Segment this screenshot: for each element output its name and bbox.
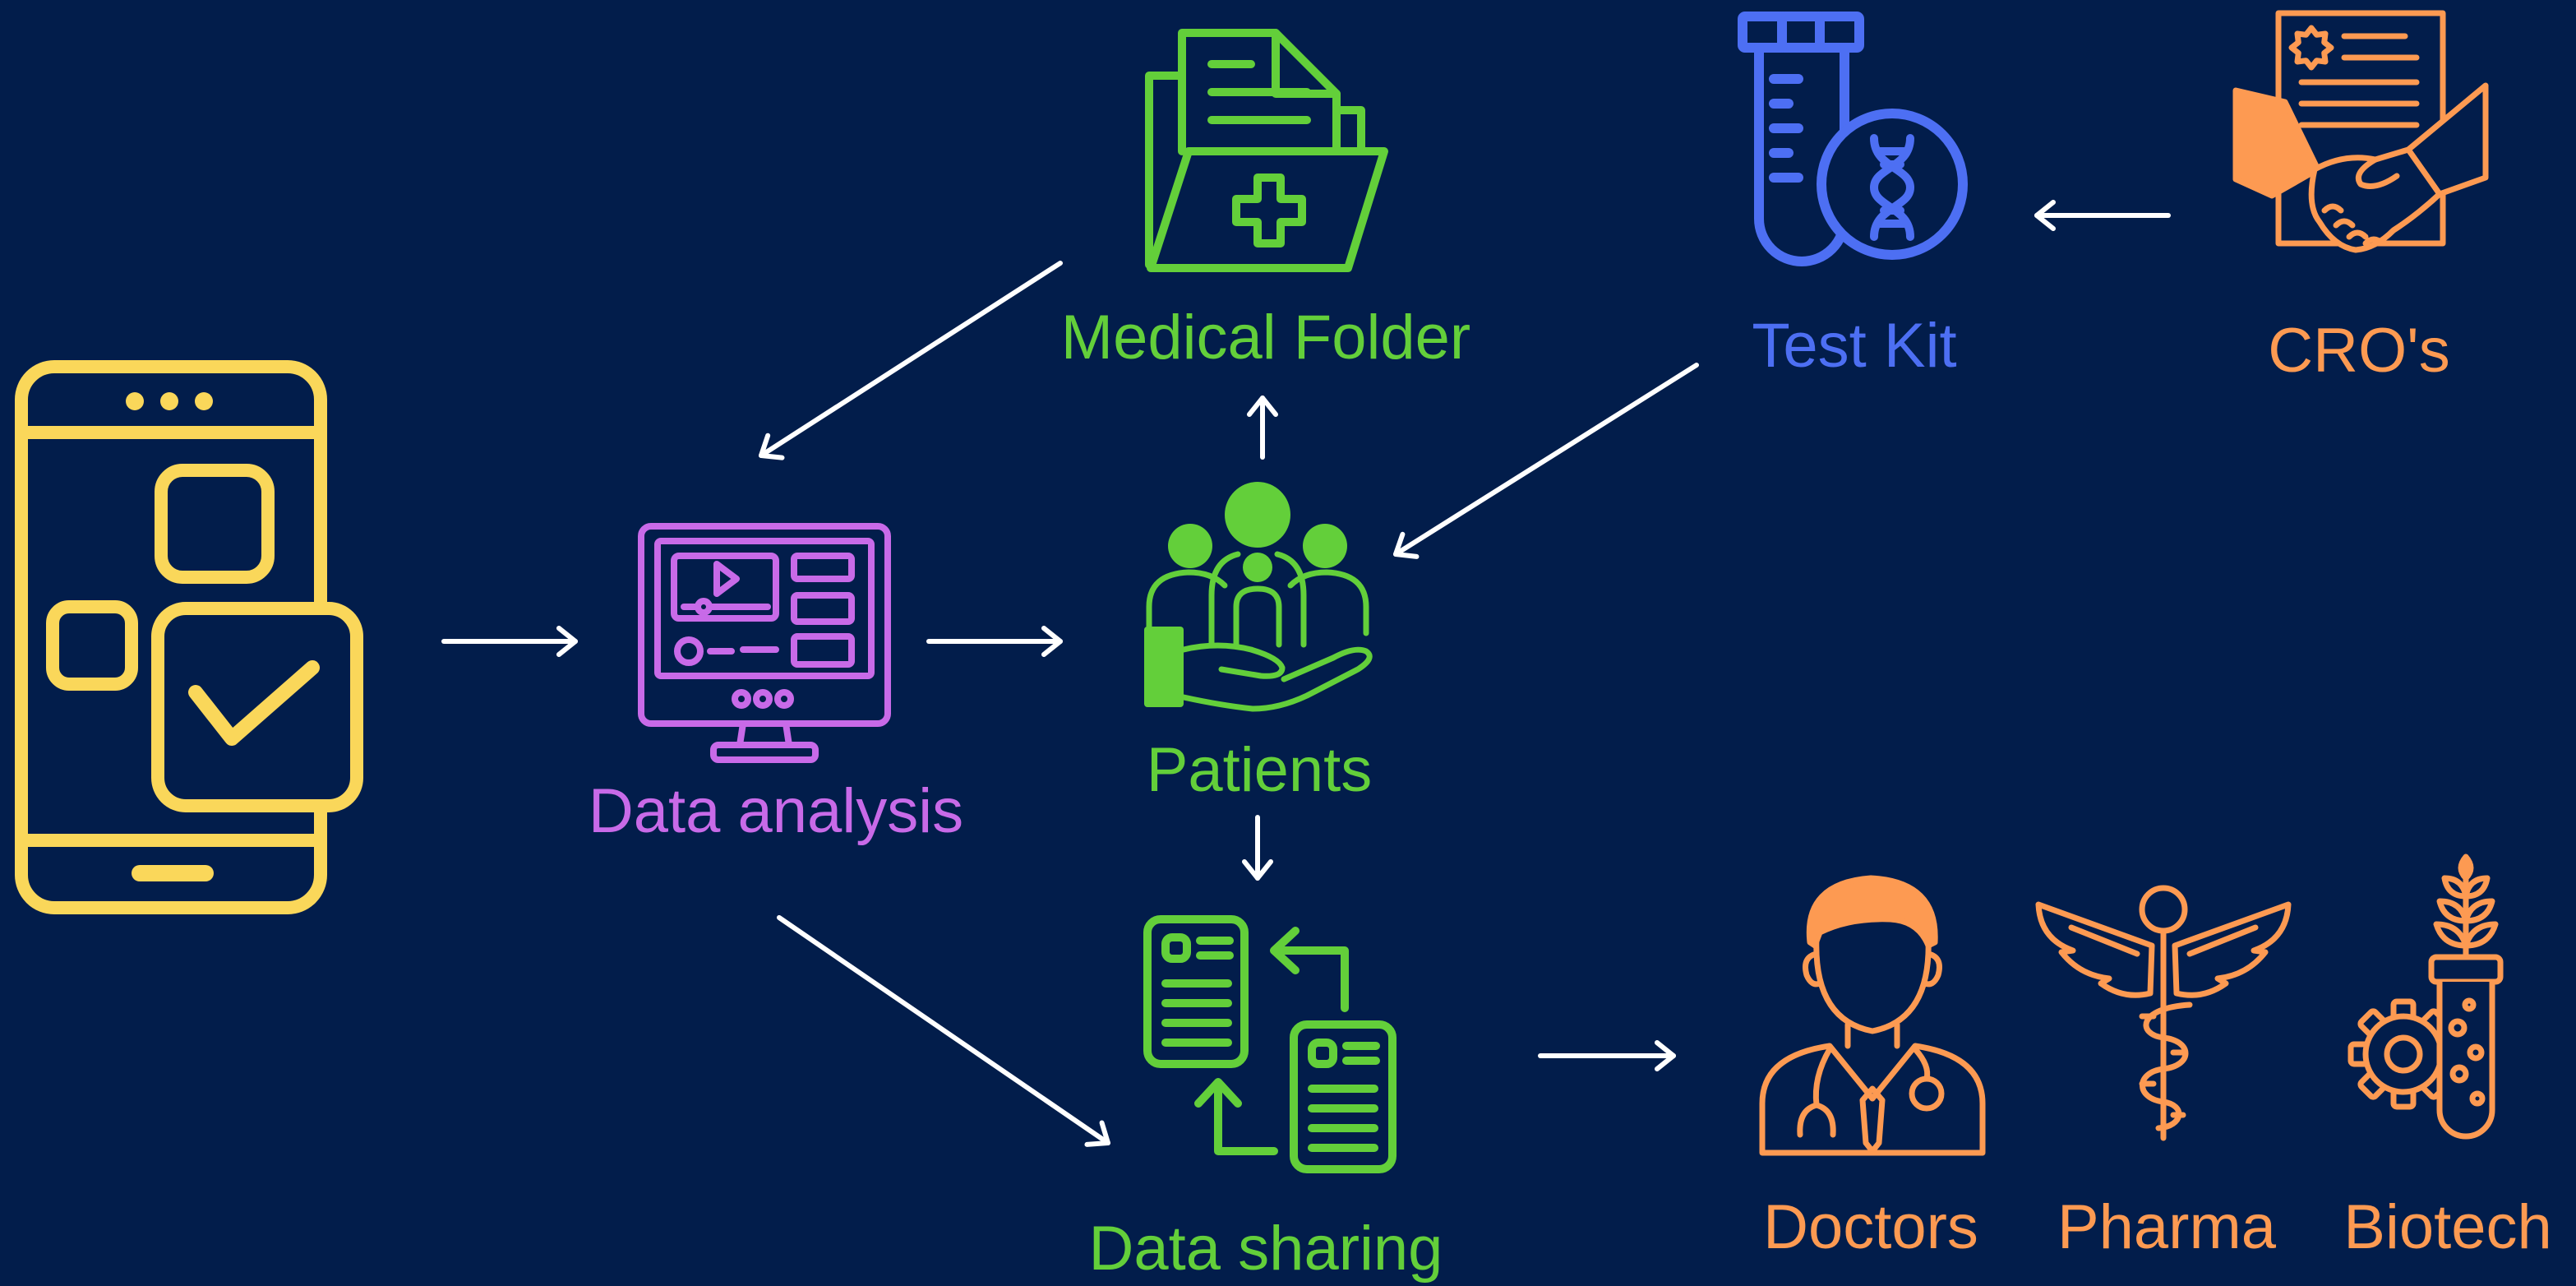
medical-folder-icon bbox=[1145, 29, 1388, 272]
data-analysis-label: Data analysis bbox=[589, 776, 963, 846]
doctors-label: Doctors bbox=[1763, 1192, 1978, 1262]
document-exchange-icon bbox=[1143, 915, 1396, 1173]
biotech-label: Biotech bbox=[2343, 1192, 2552, 1262]
smartphone-checklist-icon bbox=[15, 360, 363, 914]
test-kit-label: Test Kit bbox=[1752, 311, 1956, 381]
patients-care-icon bbox=[1144, 482, 1373, 712]
doctor-icon bbox=[1759, 875, 1986, 1156]
arrow-test-kit-to-patients bbox=[1393, 363, 1699, 559]
data-sharing-label: Data sharing bbox=[1089, 1214, 1443, 1284]
patients-label: Patients bbox=[1147, 735, 1373, 805]
handshake-contract-icon bbox=[2232, 10, 2489, 253]
arrow-data-analysis-to-data-sharing bbox=[777, 915, 1110, 1147]
caduceus-icon bbox=[2035, 885, 2292, 1141]
monitor-dashboard-icon bbox=[638, 523, 891, 763]
pharma-label: Pharma bbox=[2057, 1192, 2277, 1262]
test-tube-dna-icon bbox=[1738, 12, 1968, 266]
medical-folder-label: Medical Folder bbox=[1061, 303, 1470, 372]
cros-label: CRO's bbox=[2268, 316, 2449, 386]
biotech-tube-gear-icon bbox=[2347, 853, 2504, 1140]
arrow-medical-folder-to-data-analysis bbox=[759, 261, 1063, 460]
